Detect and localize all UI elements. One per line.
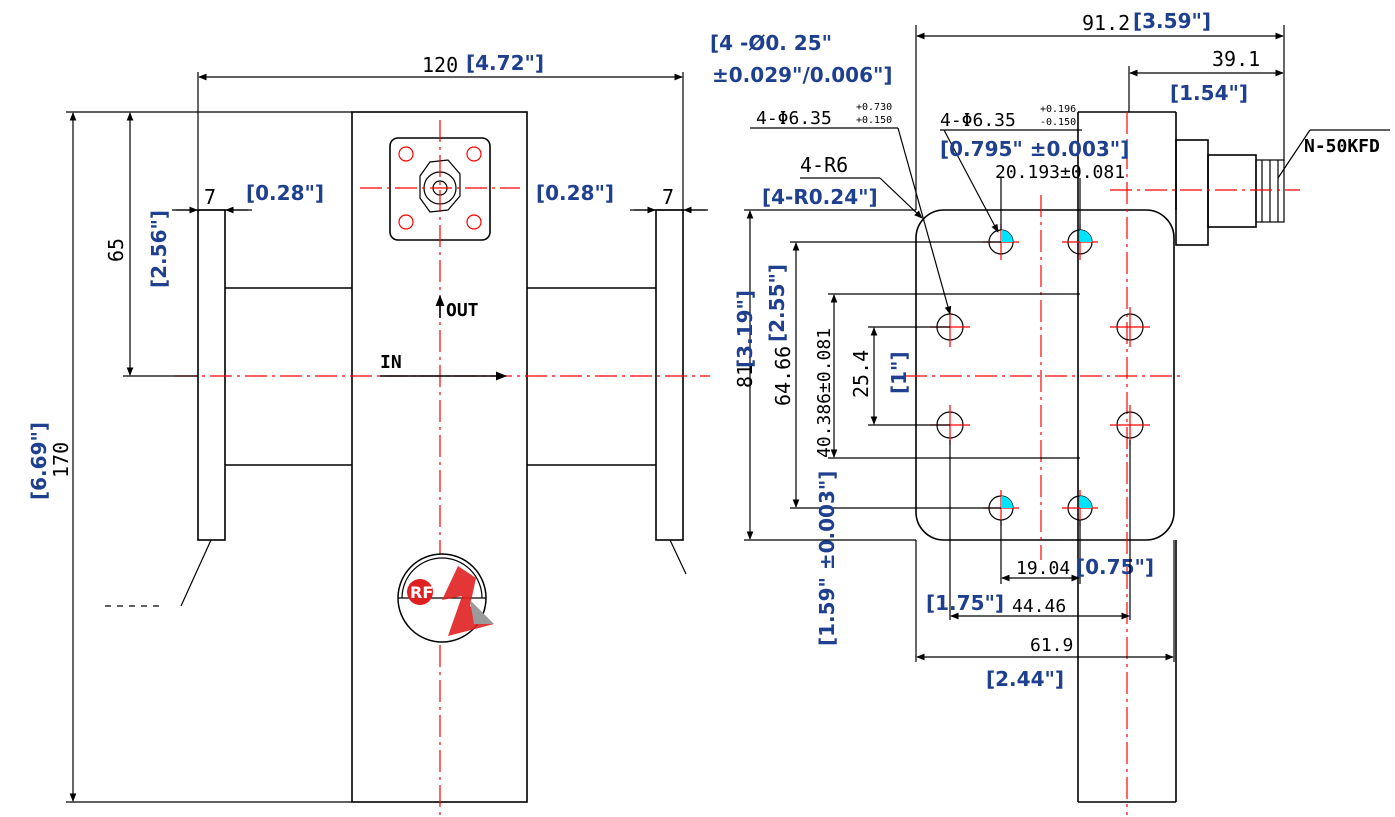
connector-label: N-50KFD	[1304, 136, 1380, 157]
w1904-dim-text: 19.04	[1016, 558, 1070, 579]
height-inch-text: [6.69"]	[27, 422, 51, 500]
width-inch-text: [4.72"]	[466, 51, 544, 75]
connector-screw-bl	[398, 214, 414, 230]
left-flange-leader	[180, 539, 212, 607]
radius-inch: [4-R0.24"]	[762, 185, 878, 209]
holes-b-inch: [0.795" ±0.003"]	[940, 137, 1129, 161]
overall-inch-text: [3.59"]	[1133, 9, 1211, 33]
connector-inch-text: [1.54"]	[1170, 81, 1248, 105]
rf-logo: RF	[397, 553, 494, 643]
holes-inch-line1: [4 -Ø0. 25"	[710, 31, 832, 55]
radius-leader	[879, 177, 923, 219]
connector-leader	[1277, 129, 1311, 179]
connector-screw-tr	[466, 146, 482, 162]
w4446-inch-text: [1.75"]	[926, 591, 1004, 615]
in-label: IN	[380, 352, 402, 373]
h254-dim-text: 25.4	[849, 350, 873, 398]
h40386-dim-text: 40.386±0.081	[814, 328, 835, 458]
right-flange-inch-text: [0.28"]	[536, 181, 614, 205]
connector-hex	[419, 159, 461, 213]
w1904-inch-text: [0.75"]	[1076, 555, 1154, 579]
hole-inner-bl-marker	[1001, 496, 1013, 508]
right-flange-dim-text: 7	[662, 185, 674, 209]
holes-a-tol-bottom: +0.150	[856, 115, 892, 126]
out-label: OUT	[446, 300, 479, 321]
w619-inch-text: [2.44"]	[986, 667, 1064, 691]
h81-dim-text: 81	[733, 364, 757, 388]
radius-dim: 4-R6	[800, 153, 848, 177]
right-flange	[655, 209, 684, 541]
logo-text: RF	[410, 583, 433, 602]
connector-flange	[389, 137, 491, 241]
logo-badge	[407, 579, 433, 605]
logo-shadow	[470, 600, 494, 624]
holes-b-leader	[943, 129, 999, 233]
h6466-dim-text: 64.66	[771, 346, 795, 406]
h6466-inch-text: [2.55"]	[765, 264, 789, 342]
hole-inner-br-marker	[1080, 496, 1092, 508]
left-flange-dim-text: 7	[204, 185, 216, 209]
spacing-dim-text: 20.193±0.081	[995, 162, 1125, 183]
height-dim-text: 170	[49, 442, 73, 478]
left-flange	[197, 209, 226, 541]
w4446-dim-text: 44.46	[1012, 596, 1066, 617]
w619-dim-text: 61.9	[1030, 635, 1073, 656]
left-view: OUT IN 120 [4.72"] 170 [6.69"] 65 [2.56"…	[27, 51, 710, 815]
holes-inch-line2: ±0.029"/0.006"]	[712, 63, 893, 87]
holes-a-leader	[897, 127, 952, 315]
connector-dim-text: 39.1	[1212, 47, 1260, 71]
holes-a-dim: 4-Φ6.35	[756, 108, 832, 129]
port-height-dim-text: 65	[104, 238, 128, 262]
h40386-inch-text: [1.59" ±0.003"]	[815, 471, 839, 646]
connector-screw-br	[466, 214, 482, 230]
logo-arc	[401, 557, 483, 599]
connector-screw-tl	[398, 146, 414, 162]
connector-base	[1175, 139, 1209, 246]
width-dim-text: 120	[422, 53, 458, 77]
left-flange-inch-text: [0.28"]	[246, 181, 324, 205]
holes-a-tol-top: +0.730	[856, 102, 892, 113]
holes-b-dim: 4-Φ6.35	[940, 110, 1016, 131]
connector-nut	[1207, 154, 1257, 228]
right-view: N-50KFD	[710, 9, 1390, 815]
holes-b-tol-bottom: -0.150	[1040, 117, 1076, 128]
right-flange-leader	[669, 539, 687, 575]
holes-b-tol-top: +0.196	[1040, 104, 1076, 115]
flange-plate	[915, 209, 1175, 541]
hole-inner-tr-marker	[1080, 230, 1092, 242]
overall-dim-text: 91.2	[1082, 11, 1130, 35]
hole-inner-tl-marker	[1001, 230, 1013, 242]
h81-inch-text: [3.19"]	[733, 290, 757, 368]
h254-inch-text: [1"]	[887, 351, 911, 394]
port-height-inch-text: [2.56"]	[147, 210, 171, 288]
